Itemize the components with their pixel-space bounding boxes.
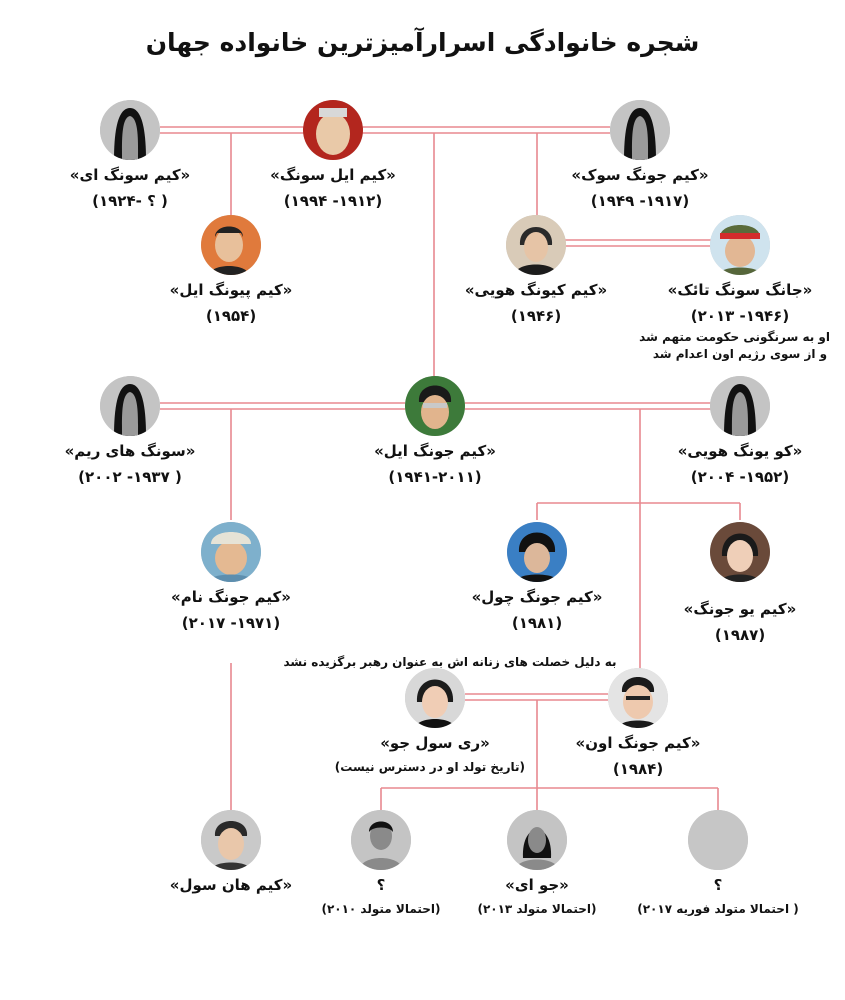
leadership-note: به دلیل خصلت های زنانه اش به عنوان رهبر … — [283, 655, 617, 669]
person-ju-ae: «جو ای» (احتمالا متولد ۲۰۱۳) — [447, 810, 627, 916]
note-line: و از سوی رژیم اون اعدام شد — [652, 347, 828, 361]
person-name: «کیم جونگ نام» — [171, 588, 291, 606]
person-years: (۱۹۵۴) — [205, 307, 257, 325]
portrait-photo — [201, 810, 261, 870]
birth-date-note: (تاریخ تولد او در دسترس نیست) — [334, 760, 525, 774]
female-silhouette-icon — [100, 100, 160, 160]
person-kim-song-ae: «کیم سونگ ای» ( ؟ -۱۹۲۴) — [40, 100, 220, 210]
person-name: «جانگ سونگ تائک» — [667, 281, 813, 299]
page-title: شجره خانوادگی اسرارآمیزترین خانواده جهان — [145, 28, 700, 57]
portrait-photo — [507, 522, 567, 582]
female-silhouette-icon — [100, 376, 160, 436]
person-name: «کو یونگ هویی» — [677, 442, 803, 460]
portrait-photo — [201, 215, 261, 275]
person-name: «کیم پیونگ ایل» — [169, 281, 293, 299]
person-years: (۱۹۷۱- ۲۰۱۷) — [181, 614, 281, 632]
person-name: «جو ای» — [505, 876, 569, 894]
female-silhouette-icon — [610, 100, 670, 160]
person-years: (۱۹۱۲- ۱۹۹۴) — [283, 192, 383, 210]
person-years: ( ؟ -۱۹۲۴) — [92, 192, 168, 210]
person-kim-jong-nam: «کیم جونگ نام» (۱۹۷۱- ۲۰۱۷) — [141, 522, 321, 632]
person-name: «کیم جونگ اون» — [575, 734, 701, 752]
person-child-2017: ؟ ( احتمالا متولد فوریه ۲۰۱۷) — [628, 810, 808, 916]
portrait-photo — [405, 376, 465, 436]
person-name: «سونگ های ریم» — [64, 442, 196, 460]
person-kim-il-sung: «کیم ایل سونگ» (۱۹۱۲- ۱۹۹۴) — [243, 100, 423, 210]
portrait-photo — [710, 522, 770, 582]
note-line: او به سرنگونی حکومت متهم شد — [639, 330, 830, 344]
portrait-photo — [303, 100, 363, 160]
portrait-photo — [710, 215, 770, 275]
person-name: «کیم کیونگ هویی» — [464, 281, 608, 299]
person-years: (۱۹۴۶) — [510, 307, 562, 325]
person-kim-jong-chol: «کیم جونگ چول» (۱۹۸۱) — [447, 522, 627, 632]
person-name: «کیم ایل سونگ» — [270, 166, 396, 184]
person-jang-song-thaek: «جانگ سونگ تائک» (۱۹۴۶- ۲۰۱۳) او به سرنگ… — [639, 215, 830, 363]
person-child-2010: ؟ (احتمالا متولد ۲۰۱۰) — [291, 810, 471, 916]
portrait-photo — [405, 668, 465, 728]
birth-note: (احتمالا متولد ۲۰۱۰) — [321, 902, 441, 916]
birth-note: ( احتمالا متولد فوریه ۲۰۱۷) — [637, 902, 799, 916]
person-years: (۱۹۴۱-۲۰۱۱) — [388, 468, 482, 486]
person-name: «کیم جونگ چول» — [471, 588, 603, 606]
person-years: (۱۹۴۶- ۲۰۱۳) — [690, 307, 790, 325]
person-years: (۱۹۸۷) — [714, 626, 766, 644]
kim-jong-chol-note: به دلیل خصلت های زنانه اش به عنوان رهبر … — [250, 650, 650, 671]
person-ri-sol-ju: «ری سول جو» (تاریخ تولد او در دسترس نیست… — [334, 668, 525, 774]
person-ko-yong-hui: «کو یونگ هویی» (۱۹۵۲- ۲۰۰۴) — [650, 376, 830, 486]
person-years: (۱۹۱۷- ۱۹۴۹) — [590, 192, 690, 210]
person-kim-jong-il: «کیم جونگ ایل» (۱۹۴۱-۲۰۱۱) — [345, 376, 525, 486]
person-name: «کیم یو جونگ» — [683, 600, 797, 618]
person-kim-kyong-hui: «کیم کیونگ هویی» (۱۹۴۶) — [446, 215, 626, 325]
person-kim-han-sol: «کیم هان سول» — [141, 810, 321, 894]
portrait-photo — [506, 215, 566, 275]
person-name: «کیم هان سول» — [169, 876, 293, 894]
person-kim-pyong-il: «کیم پیونگ ایل» (۱۹۵۴) — [141, 215, 321, 325]
person-name: «کیم جونگ سوک» — [571, 166, 709, 184]
person-name: ؟ — [713, 876, 723, 894]
person-name: ؟ — [376, 876, 386, 894]
male-silhouette-icon — [351, 810, 411, 870]
person-name: «کیم جونگ ایل» — [374, 442, 496, 460]
person-name: «ری سول جو» — [380, 734, 490, 752]
person-name: «کیم سونگ ای» — [69, 166, 191, 184]
person-kim-jong-suk: «کیم جونگ سوک» (۱۹۱۷- ۱۹۴۹) — [550, 100, 730, 210]
person-years: (۱۹۵۲- ۲۰۰۴) — [690, 468, 790, 486]
portrait-photo — [201, 522, 261, 582]
blank-avatar-icon — [688, 810, 748, 870]
person-years: (۱۹۸۱) — [511, 614, 563, 632]
person-years: (۱۹۸۴) — [612, 760, 664, 778]
person-song-hye-rim: «سونگ های ریم» ( ۱۹۳۷- ۲۰۰۲) — [40, 376, 220, 486]
execution-note: او به سرنگونی حکومت متهم شد و از سوی رژی… — [639, 329, 830, 363]
person-kim-jong-un: «کیم جونگ اون» (۱۹۸۴) — [548, 668, 728, 778]
person-years: ( ۱۹۳۷- ۲۰۰۲) — [78, 468, 182, 486]
female-silhouette-icon — [710, 376, 770, 436]
portrait-photo — [608, 668, 668, 728]
female-silhouette-icon — [507, 810, 567, 870]
person-kim-yo-jong: «کیم یو جونگ» (۱۹۸۷) — [650, 522, 830, 644]
birth-note: (احتمالا متولد ۲۰۱۳) — [477, 902, 597, 916]
